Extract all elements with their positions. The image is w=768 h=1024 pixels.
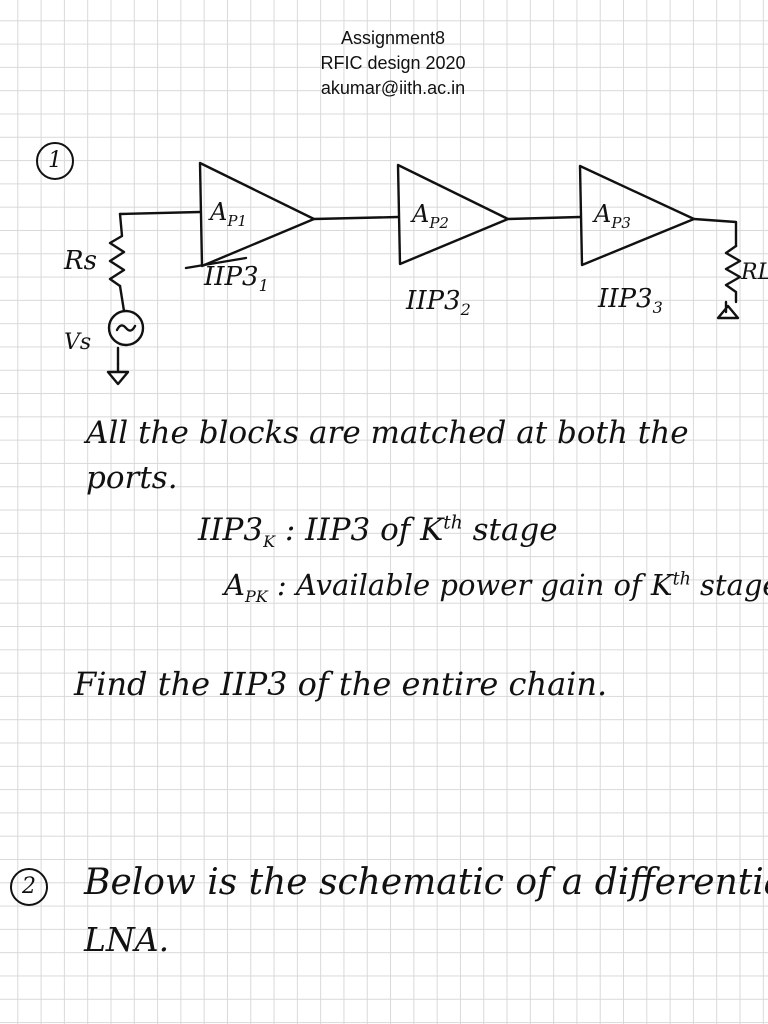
- question-2-number: 2: [10, 868, 48, 906]
- gain-definition: APK : Available power gain of Kth stage: [224, 568, 768, 606]
- rl-resistor-icon: [724, 244, 742, 304]
- vs-label: Vs: [64, 330, 92, 355]
- question-2-line-1: Below is the schematic of a differential: [84, 862, 768, 903]
- statement-line-1: All the blocks are matched at both the: [86, 415, 689, 451]
- ground-source-icon: [106, 362, 130, 386]
- iip3-definition: IIP3K : IIP3 of Kth stage: [198, 512, 558, 552]
- stage3-iip3-label: IIP33: [598, 284, 663, 318]
- wire-1-2: [312, 215, 400, 221]
- amp2-triangle: [396, 163, 510, 266]
- output-wire: [692, 217, 738, 248]
- wire-2-3: [506, 215, 582, 221]
- stage1-iip3-label: IIP31: [204, 262, 269, 296]
- vs-to-rs-wire: [118, 284, 126, 313]
- input-wire: [118, 210, 202, 216]
- stage1-gain-label: AP1: [210, 198, 247, 230]
- stage2-iip3-label: IIP32: [406, 286, 471, 320]
- question-2-line-2: LNA.: [84, 920, 170, 959]
- stage3-gain-label: AP3: [594, 200, 631, 232]
- amp3-triangle: [578, 164, 696, 267]
- rl-label: RL: [741, 260, 768, 285]
- question-1-number: 1: [36, 142, 74, 180]
- find-instruction: Find the IIP3 of the entire chain.: [74, 665, 608, 703]
- assignment-header: Assignment8 RFIC design 2020 akumar@iith…: [0, 26, 768, 101]
- header-email: akumar@iith.ac.in: [320, 78, 466, 98]
- header-course: RFIC design 2020: [320, 53, 466, 73]
- amp1-ground-line: [184, 256, 248, 270]
- voltage-source-icon: [107, 309, 145, 347]
- rs-label: Rs: [64, 246, 97, 276]
- stage2-gain-label: AP2: [412, 200, 449, 232]
- statement-line-2: ports.: [86, 460, 178, 496]
- header-title: Assignment8: [340, 28, 446, 48]
- rs-resistor-icon: [108, 212, 126, 288]
- ground-load-icon: [716, 300, 740, 320]
- ac-tilde-icon: [115, 324, 137, 332]
- amp1-triangle: [198, 161, 316, 268]
- cascade-circuit-diagram: [106, 161, 742, 386]
